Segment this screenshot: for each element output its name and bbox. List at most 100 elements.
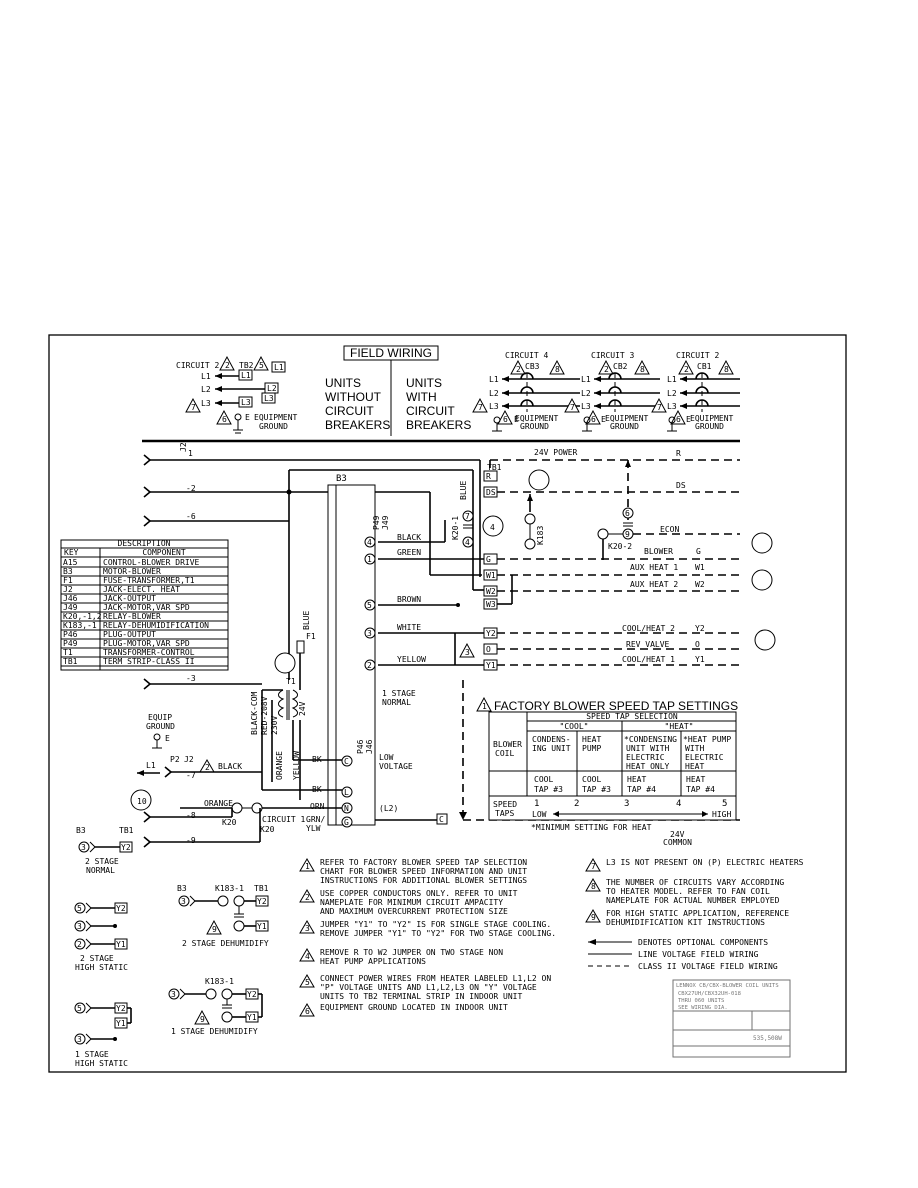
- note-circle-blank-1: [528, 469, 550, 491]
- note-text: EQUIPMENT GROUND LOCATED IN INDOOR UNIT: [320, 1003, 508, 1012]
- supply-left-circuit: CIRCUIT 2: [176, 361, 220, 370]
- tb1-terminal: [483, 470, 498, 482]
- legend-component: JACK-ELECT. HEAT: [103, 585, 180, 594]
- supply-without-breakers: CIRCUIT 2 2 TB2 5 L1 L1 L1 L2 L2 7 L3 L3…: [176, 355, 298, 434]
- svg-text:HIGH STATIC: HIGH STATIC: [75, 963, 128, 972]
- note-circle-blank-2: [274, 652, 296, 674]
- svg-text:O: O: [695, 640, 700, 649]
- tb1-terminal-label: W3: [486, 600, 496, 609]
- note-triangle: [585, 878, 601, 892]
- svg-text:Y2: Y2: [247, 990, 257, 999]
- note-triangle: [299, 858, 315, 872]
- tb1-terminal-label: Y1: [486, 661, 496, 670]
- svg-text:10: 10: [137, 797, 147, 806]
- note-text: JUMPER "Y1" TO "Y2" IS FOR SINGLE STAGE …: [320, 920, 551, 929]
- title-block: LENNOX CB/CBX-BLOWER COIL UNITS CBX27UH/…: [672, 979, 791, 1058]
- svg-text:HIGH STATIC: HIGH STATIC: [75, 1059, 128, 1068]
- note-number: 5: [305, 978, 310, 987]
- speed-tap-title: FACTORY BLOWER SPEED TAP SETTINGS: [494, 699, 738, 713]
- svg-text:C: C: [344, 757, 349, 766]
- tb1-terminal-label: R: [486, 472, 491, 481]
- svg-text:GROUND: GROUND: [259, 422, 288, 431]
- note-number: 3: [305, 924, 310, 933]
- svg-text:5: 5: [367, 601, 372, 610]
- svg-text:9: 9: [625, 530, 630, 539]
- svg-text:230V: 230V: [270, 716, 279, 735]
- svg-text:1 STAGE: 1 STAGE: [75, 1050, 109, 1059]
- svg-text:Y2: Y2: [257, 897, 267, 906]
- note-triangle-6: [216, 409, 232, 425]
- svg-text:GROUND: GROUND: [610, 422, 639, 431]
- svg-text:COIL: COIL: [495, 749, 514, 758]
- note-triangle: [585, 909, 601, 923]
- svg-text:7: 7: [191, 403, 196, 412]
- note-text: REMOVE JUMPER "Y1" TO "Y2" FOR TWO STAGE…: [320, 929, 556, 938]
- svg-text:"COOL": "COOL": [560, 722, 589, 731]
- svg-text:W2: W2: [695, 580, 705, 589]
- svg-text:24V: 24V: [670, 830, 685, 839]
- svg-text:6: 6: [222, 415, 227, 424]
- svg-text:2: 2: [684, 365, 689, 374]
- svg-text:L1: L1: [667, 375, 677, 384]
- svg-text:Y2: Y2: [695, 624, 705, 633]
- svg-text:7: 7: [478, 403, 483, 412]
- svg-text:L1: L1: [581, 375, 591, 384]
- svg-text:ELECTRIC: ELECTRIC: [626, 753, 665, 762]
- svg-text:5: 5: [722, 799, 727, 809]
- note-circle-4: [482, 515, 504, 537]
- svg-text:SPEED TAP SELECTION: SPEED TAP SELECTION: [586, 712, 678, 721]
- svg-text:EQUIPMENT: EQUIPMENT: [605, 414, 649, 423]
- svg-text:LOW: LOW: [532, 810, 547, 819]
- tb1-terminal-label: W2: [486, 587, 496, 596]
- svg-text:NORMAL: NORMAL: [382, 698, 411, 707]
- svg-text:4: 4: [676, 799, 681, 809]
- svg-text:BLACK: BLACK: [397, 533, 421, 542]
- svg-text:5: 5: [259, 361, 264, 370]
- svg-text:535,508W: 535,508W: [753, 1035, 782, 1042]
- svg-text:UNIT WITH: UNIT WITH: [626, 744, 670, 753]
- svg-text:COOL/HEAT 1: COOL/HEAT 1: [622, 655, 675, 664]
- svg-text:B3: B3: [76, 826, 86, 835]
- legend-component: RELAY-DEHUMIDIFICATION: [103, 621, 209, 630]
- svg-text:-6: -6: [186, 512, 196, 521]
- note-text: FOR HIGH STATIC APPLICATION, REFERENCE: [606, 909, 789, 918]
- legend-component: MOTOR-BLOWER: [103, 567, 161, 576]
- svg-text:HEAT ONLY: HEAT ONLY: [626, 762, 670, 771]
- supply-cb-circuit-3: CIRCUIT 3 2 CB2 8 L1 L2 7 L3 6 E EQUIPME…: [564, 351, 660, 432]
- svg-text:24V: 24V: [298, 701, 307, 716]
- note-number: 1: [305, 862, 310, 871]
- svg-text:CONDENS-: CONDENS-: [532, 735, 571, 744]
- svg-text:EQUIPMENT: EQUIPMENT: [254, 413, 298, 422]
- svg-text:P46: P46: [356, 739, 365, 754]
- svg-text:1: 1: [482, 702, 487, 711]
- note-triangle: [299, 974, 315, 988]
- svg-text:CIRCUIT 4: CIRCUIT 4: [505, 351, 549, 360]
- svg-text:1: 1: [367, 555, 372, 564]
- legend-component: PLUG-OUTPUT: [103, 630, 156, 639]
- svg-text:2: 2: [516, 365, 521, 374]
- svg-text:7: 7: [657, 403, 662, 412]
- svg-text:LENNOX CB/CBX-BLOWER COIL UNI: LENNOX CB/CBX-BLOWER COIL UNITS: [676, 983, 779, 989]
- svg-text:2 STAGE DEHUMIDIFY: 2 STAGE DEHUMIDIFY: [182, 939, 269, 948]
- speed-tap-table: 1 FACTORY BLOWER SPEED TAP SETTINGS SPEE…: [476, 696, 738, 832]
- svg-text:BLOWER: BLOWER: [644, 547, 673, 556]
- svg-text:1: 1: [188, 449, 193, 458]
- without-line-4: BREAKERS: [325, 418, 390, 432]
- svg-text:L3: L3: [201, 399, 211, 408]
- legend-component: TRANSFORMER-CONTROL: [103, 648, 195, 657]
- svg-text:C: C: [439, 815, 444, 824]
- svg-text:TB1: TB1: [254, 884, 269, 893]
- field-wiring-header: FIELD WIRING UNITS WITHOUT CIRCUIT BREAK…: [325, 345, 471, 436]
- legend-key: P46: [63, 630, 78, 639]
- svg-text:Y1: Y1: [257, 922, 267, 931]
- legend-key: K20,-1,2: [63, 612, 102, 621]
- svg-text:2: 2: [77, 940, 82, 949]
- svg-text:K20-1: K20-1: [451, 516, 460, 540]
- svg-text:GROUND: GROUND: [520, 422, 549, 431]
- svg-text:AUX HEAT 2: AUX HEAT 2: [630, 580, 678, 589]
- svg-text:1 STAGE: 1 STAGE: [382, 689, 416, 698]
- svg-text:L2: L2: [581, 389, 591, 398]
